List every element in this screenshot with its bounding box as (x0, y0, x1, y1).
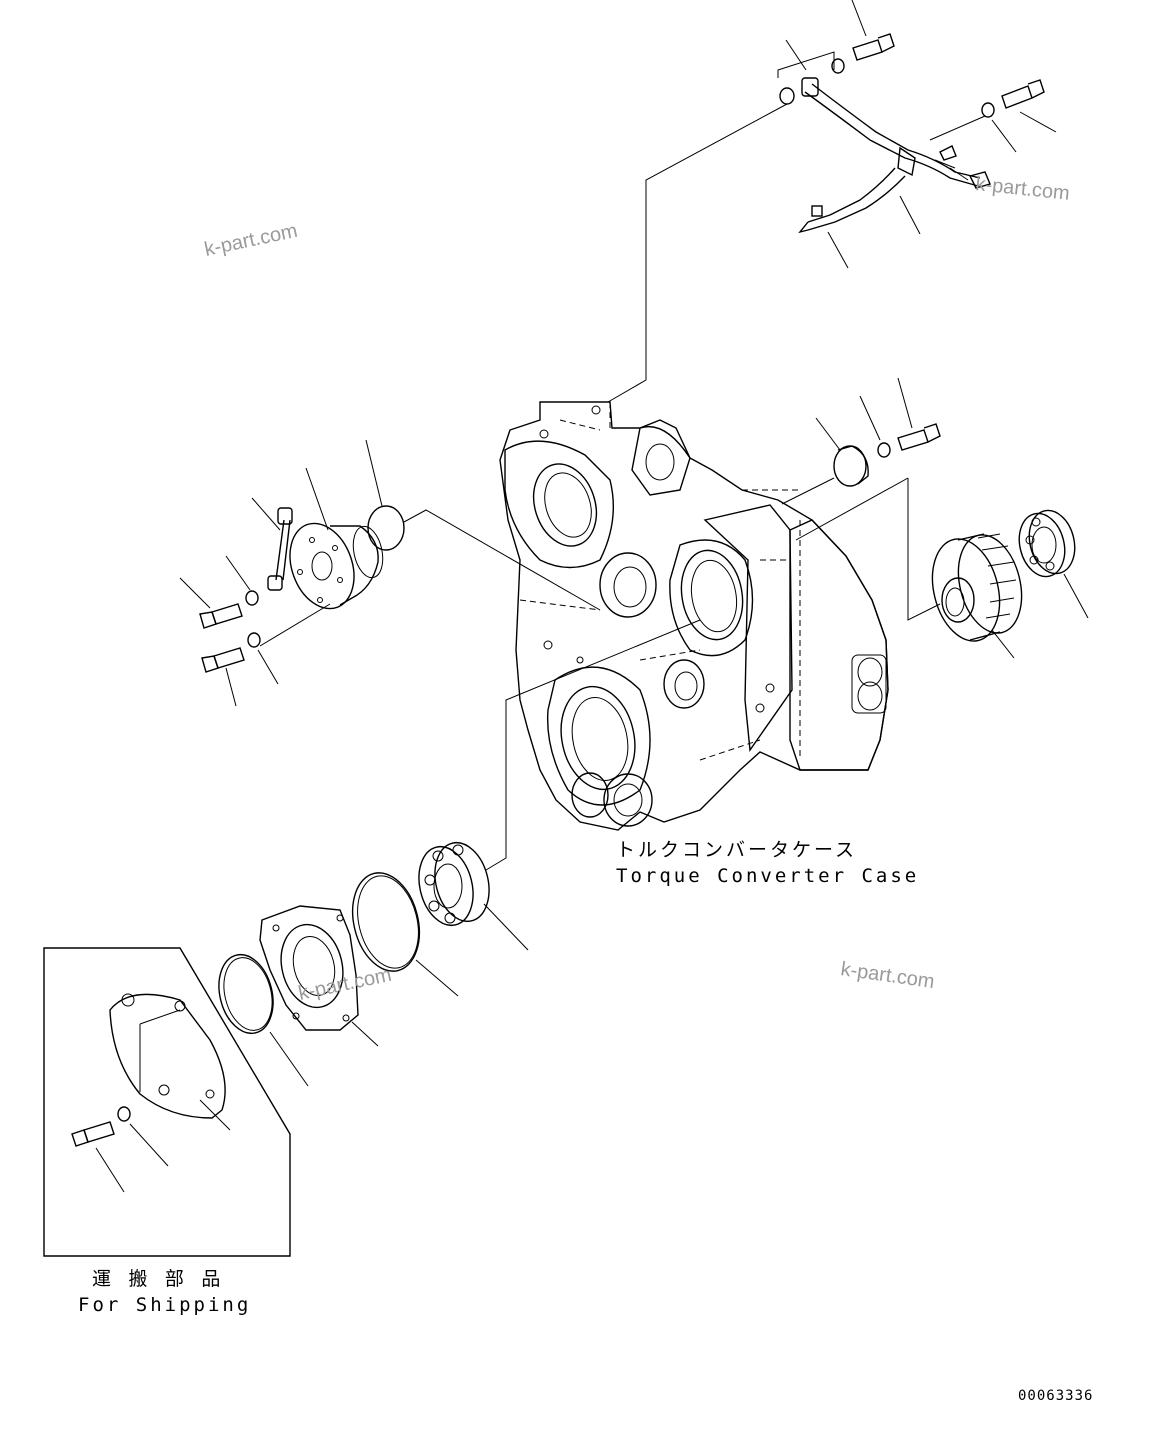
case-label-en: Torque Converter Case (616, 865, 919, 887)
left-bolt-1 (199, 590, 259, 629)
watermark: k-part.com (839, 958, 936, 993)
o-ring-small (367, 505, 405, 551)
right-bearing (1018, 509, 1076, 578)
left-callouts (179, 439, 601, 707)
bearing-retainer (259, 905, 359, 1031)
washer-right (877, 442, 891, 458)
top-callouts (607, 0, 1057, 403)
left-bolt-2 (201, 632, 261, 673)
tube-assembly (798, 77, 991, 234)
watermark: k-part.com (202, 220, 299, 261)
o-ring-medium (218, 953, 274, 1035)
torque-converter-case (499, 401, 889, 831)
top-bolt-2 (981, 79, 1045, 118)
shipping-label-en: For Shipping (78, 1294, 251, 1316)
top-washer (779, 87, 795, 105)
drawing-number: 00063336 (1018, 1388, 1093, 1404)
o-ring-large (351, 872, 421, 972)
lower-bearing (418, 841, 490, 927)
cap-plug (833, 445, 869, 487)
washer-icon (831, 58, 845, 74)
right-callouts (781, 377, 1089, 659)
output-gear (931, 533, 1023, 642)
pump-cover (289, 522, 384, 610)
lower-callouts (269, 619, 701, 1087)
watermark: k-part.com (974, 173, 1070, 205)
top-bolt-1 (831, 33, 895, 74)
case-label-jp: トルクコンバータケース (616, 839, 857, 861)
shipping-label-jp: 運 搬 部 品 (92, 1268, 223, 1290)
shipping-box (43, 947, 291, 1257)
small-pipe (267, 507, 293, 591)
watermark: k-part.com (296, 964, 393, 1005)
right-bolt (897, 423, 941, 451)
